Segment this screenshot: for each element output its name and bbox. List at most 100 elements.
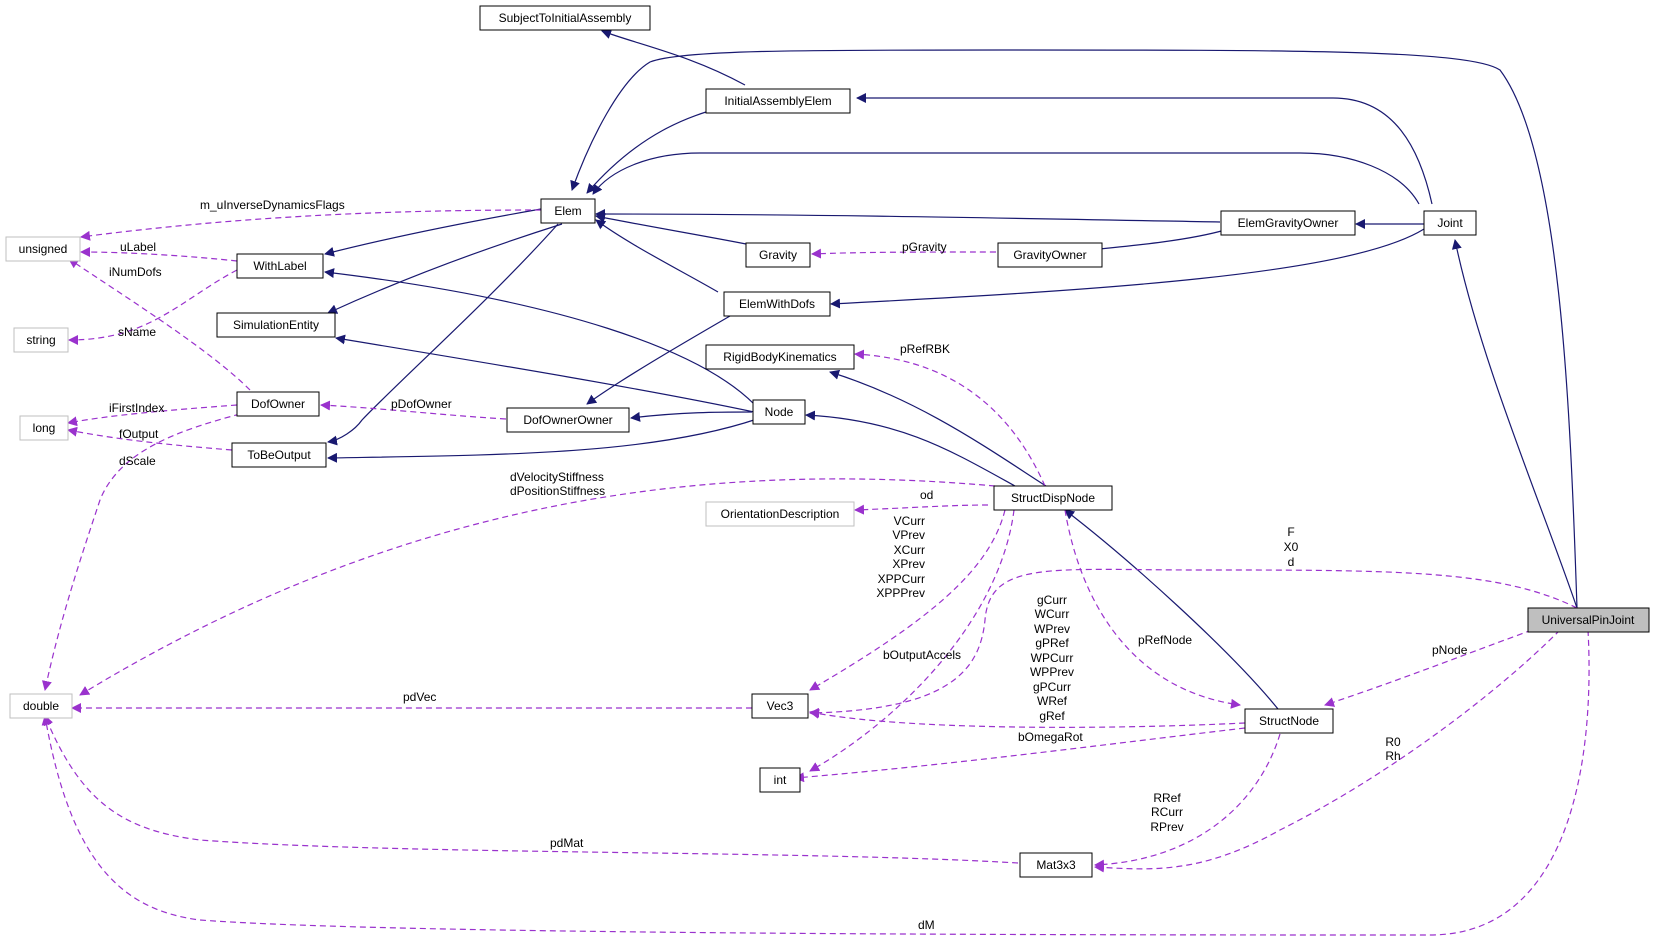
label-r0: R0 — [1385, 735, 1401, 749]
label-rh: Rh — [1385, 749, 1400, 763]
svg-text:int: int — [774, 773, 787, 787]
svg-text:ElemGravityOwner: ElemGravityOwner — [1238, 216, 1339, 230]
edge-upj-joint — [1451, 239, 1578, 609]
edge-structdisp-node — [805, 410, 1016, 487]
label-pdvec: pdVec — [403, 690, 436, 704]
edge-withlabel-string — [68, 269, 238, 345]
node-elem-with-dofs[interactable]: ElemWithDofs — [723, 291, 831, 317]
edge-upj-mat3x3 — [1094, 629, 1561, 873]
edge-node-dofownerowner — [630, 411, 753, 422]
edge-structnode-int — [794, 727, 1246, 783]
edge-structdisp-structnode — [1064, 509, 1241, 709]
edge-gravityowner-gravity — [811, 248, 997, 259]
label-xppprev: XPPPrev — [876, 586, 925, 600]
label-pdmat: pdMat — [550, 836, 584, 850]
label-wcurr: WCurr — [1035, 607, 1070, 621]
node-struct-node[interactable]: StructNode — [1244, 708, 1334, 734]
svg-text:GravityOwner: GravityOwner — [1013, 248, 1086, 262]
label-foutput: fOutput — [119, 427, 159, 441]
svg-text:StructDispNode: StructDispNode — [1011, 491, 1095, 505]
svg-text:SubjectToInitialAssembly: SubjectToInitialAssembly — [499, 11, 632, 25]
svg-text:WithLabel: WithLabel — [253, 259, 306, 273]
svg-text:unsigned: unsigned — [19, 242, 68, 256]
label-m-uinverse: m_uInverseDynamicsFlags — [200, 198, 345, 212]
edge-structdisp-orientation — [854, 504, 989, 515]
label-wprev: WPrev — [1034, 622, 1070, 636]
nodes: SubjectToInitialAssembly InitialAssembly… — [5, 5, 1650, 878]
node-mat3x3[interactable]: Mat3x3 — [1019, 852, 1093, 878]
node-node[interactable]: Node — [752, 399, 806, 425]
label-dvelocitystiffness: dVelocityStiffness — [510, 470, 604, 484]
edge-structdisp-rbk-use — [854, 349, 1046, 487]
label-pgravity: pGravity — [902, 240, 947, 254]
inheritance-edges — [324, 29, 1578, 710]
svg-text:DofOwner: DofOwner — [251, 397, 305, 411]
usage-edges — [41, 209, 1590, 936]
label-d: d — [1288, 555, 1295, 569]
node-vec3[interactable]: Vec3 — [751, 693, 809, 719]
edge-elemwithdofs-dofownerowner — [586, 315, 731, 405]
node-dof-owner-owner[interactable]: DofOwnerOwner — [506, 407, 630, 433]
label-gref: gRef — [1039, 709, 1065, 723]
edge-labels: m_uInverseDynamicsFlags uLabel iNumDofs … — [109, 198, 1468, 932]
node-elem-gravity-owner[interactable]: ElemGravityOwner — [1220, 210, 1356, 236]
edge-elem-tobeoutput — [327, 223, 559, 446]
label-pnode: pNode — [1432, 643, 1468, 657]
node-simulation-entity[interactable]: SimulationEntity — [216, 312, 336, 338]
edge-node-simulationentity — [335, 334, 755, 413]
node-long[interactable]: long — [19, 415, 69, 441]
node-joint[interactable]: Joint — [1423, 210, 1477, 236]
label-xprev: XPrev — [892, 557, 925, 571]
node-universal-pin-joint[interactable]: UniversalPinJoint — [1527, 607, 1650, 633]
svg-text:string: string — [26, 333, 55, 347]
svg-text:StructNode: StructNode — [1259, 714, 1319, 728]
node-initial-assembly-elem[interactable]: InitialAssemblyElem — [705, 88, 851, 114]
edge-upj-structnode — [1324, 629, 1533, 707]
label-ifirstindex: iFirstIndex — [109, 401, 164, 415]
edge-elemgravityowner-gravityowner — [1089, 229, 1226, 255]
edge-tobeoutput-long — [67, 426, 233, 451]
edge-structdisp-rbk — [829, 369, 1047, 487]
svg-text:double: double — [23, 699, 59, 713]
node-to-be-output[interactable]: ToBeOutput — [231, 442, 327, 468]
node-int[interactable]: int — [759, 767, 801, 793]
edge-joint-elemwithdofs — [830, 228, 1425, 309]
label-pdofowner: pDofOwner — [391, 397, 452, 411]
label-rprev: RPrev — [1150, 820, 1183, 834]
svg-text:ToBeOutput: ToBeOutput — [247, 448, 311, 462]
node-gravity-owner[interactable]: GravityOwner — [997, 242, 1103, 268]
edge-joint-elem — [592, 152, 1420, 205]
edge-joint-initialassembly — [856, 93, 1433, 205]
edge-dofowner-unsigned — [68, 258, 251, 391]
label-dm: dM — [918, 918, 935, 932]
node-subject-to-initial-assembly[interactable]: SubjectToInitialAssembly — [479, 5, 651, 31]
label-x0: X0 — [1284, 540, 1299, 554]
label-inumdofs: iNumDofs — [109, 265, 162, 279]
node-with-label[interactable]: WithLabel — [236, 253, 324, 279]
node-string[interactable]: string — [13, 327, 69, 353]
node-unsigned[interactable]: unsigned — [5, 236, 81, 262]
edge-upj-elem-top — [570, 49, 1578, 609]
edge-upj-vec3-fx0d — [809, 568, 1578, 718]
edge-elem-simulationentity — [327, 223, 563, 314]
node-dof-owner[interactable]: DofOwner — [236, 391, 320, 417]
node-struct-disp-node[interactable]: StructDispNode — [993, 485, 1113, 511]
label-xppcurr: XPPCurr — [878, 572, 925, 586]
node-elem[interactable]: Elem — [540, 198, 596, 224]
svg-text:OrientationDescription: OrientationDescription — [721, 507, 840, 521]
node-double[interactable]: double — [9, 693, 73, 719]
label-f: F — [1287, 525, 1294, 539]
svg-text:Vec3: Vec3 — [767, 699, 794, 713]
node-orientation-description[interactable]: OrientationDescription — [705, 501, 855, 527]
svg-text:InitialAssemblyElem: InitialAssemblyElem — [724, 94, 831, 108]
label-rcurr: RCurr — [1151, 805, 1183, 819]
node-rigid-body-kinematics[interactable]: RigidBodyKinematics — [705, 344, 855, 370]
label-gpcurr: gPCurr — [1033, 680, 1071, 694]
label-wref: WRef — [1037, 694, 1068, 708]
edge-node-withlabel — [324, 268, 755, 405]
edge-elemgravityowner-elem — [595, 209, 1221, 223]
svg-text:Gravity: Gravity — [759, 248, 797, 262]
node-gravity[interactable]: Gravity — [745, 242, 811, 268]
label-vprev: VPrev — [892, 528, 925, 542]
